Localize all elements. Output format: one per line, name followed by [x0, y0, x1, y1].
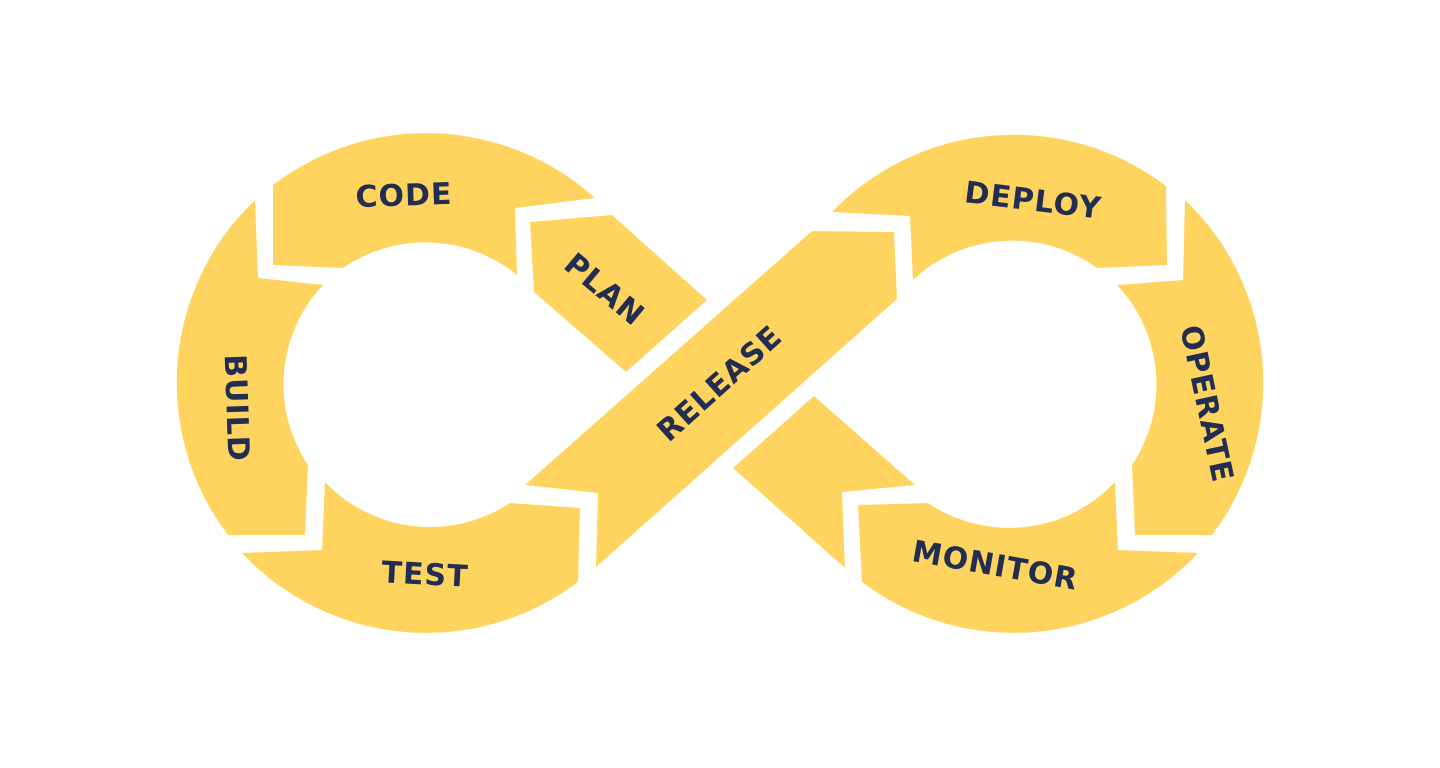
stage-code: CODE — [273, 133, 595, 275]
stage-operate: OPERATE — [1117, 200, 1264, 535]
code-segment — [273, 133, 595, 275]
operate-segment — [1117, 200, 1264, 535]
build-segment — [176, 200, 323, 535]
stage-test: TEST — [242, 482, 580, 633]
plan-segment — [530, 215, 707, 372]
stage-deploy: DEPLOY — [832, 134, 1167, 280]
release-segment — [525, 231, 897, 567]
build-label: BUILD — [217, 354, 256, 463]
stage-build: BUILD — [176, 200, 323, 535]
code-label: CODE — [355, 177, 453, 215]
monitor-arrow-segment — [733, 396, 915, 568]
monitor-segment — [858, 482, 1198, 633]
test-label: TEST — [381, 555, 470, 595]
deploy-segment — [832, 134, 1167, 280]
stage-monitor: MONITOR — [733, 396, 1198, 633]
stage-plan: PLAN — [530, 215, 707, 372]
test-segment — [242, 482, 580, 633]
